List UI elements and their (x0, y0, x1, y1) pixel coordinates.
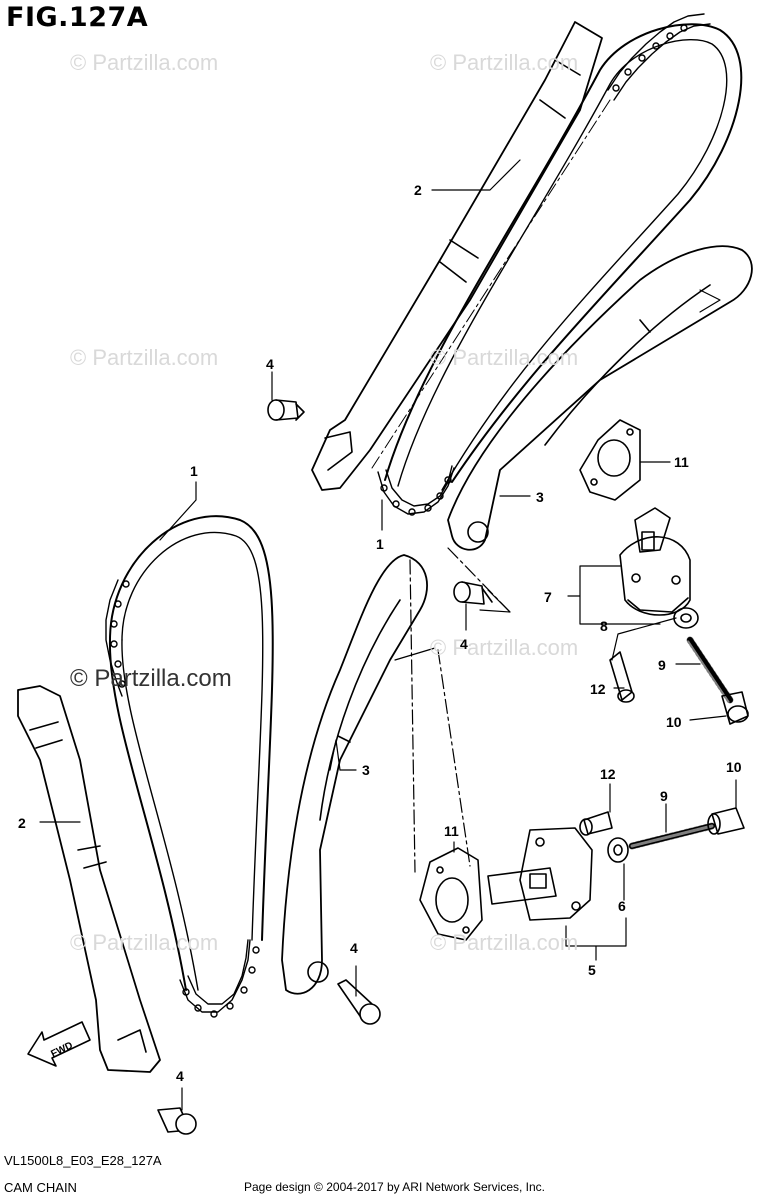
chain-guide-lower (17, 685, 161, 1073)
guide-bolt-lower-a (337, 979, 381, 1025)
callout-4-middle[interactable]: 4 (460, 636, 468, 652)
tensioner-spring-upper (686, 636, 734, 704)
footer-credit: Page design © 2004-2017 by ARI Network S… (244, 1180, 546, 1194)
tensioner-bolt-upper (609, 651, 635, 703)
callout-2-lower[interactable]: 2 (18, 815, 26, 831)
cam-chain-upper (377, 13, 743, 516)
callout-9-upper[interactable]: 9 (658, 657, 666, 673)
callout-12-lower[interactable]: 12 (600, 766, 616, 782)
guide-bolt-upper-a (267, 399, 305, 421)
tensioner-cap-bolt-upper (721, 691, 749, 725)
guide-bolt-upper-b (453, 581, 493, 605)
callout-4-lower-right[interactable]: 4 (350, 940, 358, 956)
tensioner-spring-lower (628, 822, 716, 850)
callout-11-upper[interactable]: 11 (674, 454, 689, 470)
callout-5[interactable]: 5 (588, 962, 596, 978)
tensioner-washer-lower (607, 837, 629, 863)
callout-4-lower-left[interactable]: 4 (176, 1068, 184, 1084)
guide-bolt-lower-b (157, 1107, 197, 1135)
figure-title: FIG.127A (6, 2, 149, 33)
leader-lines (39, 99, 737, 1111)
watermark: © Partzilla.com (430, 635, 579, 660)
callout-7[interactable]: 7 (544, 589, 552, 605)
model-code: VL1500L8_E03_E28_127A (4, 1153, 162, 1168)
forward-arrow-icon: FWD (27, 1021, 91, 1067)
tensioner-gasket-upper (579, 419, 641, 501)
tensioner-arm-upper (447, 245, 753, 551)
watermark: © Partzilla.com (430, 345, 579, 370)
tensioner-body-lower (487, 827, 593, 921)
callout-3-lower[interactable]: 3 (362, 762, 370, 778)
callout-8[interactable]: 8 (600, 618, 608, 634)
section-name: CAM CHAIN (4, 1180, 77, 1195)
tensioner-body-upper (619, 507, 691, 616)
callout-10-lower[interactable]: 10 (726, 759, 742, 775)
cam-chain-lower (105, 515, 274, 1018)
tensioner-arm-lower (281, 554, 428, 995)
watermark: © Partzilla.com (70, 665, 232, 692)
callout-4-upper[interactable]: 4 (266, 356, 274, 372)
tensioner-washer-upper (673, 607, 699, 629)
callout-6[interactable]: 6 (618, 898, 626, 914)
watermark: © Partzilla.com (70, 930, 219, 955)
chain-guide-upper (311, 21, 603, 491)
callout-3-upper[interactable]: 3 (536, 489, 544, 505)
tensioner-bolt-lower (579, 811, 613, 836)
callout-1-upper-loop[interactable]: 1 (376, 536, 384, 552)
callout-9-lower[interactable]: 9 (660, 788, 668, 804)
callout-11-lower[interactable]: 11 (444, 823, 459, 839)
watermark: © Partzilla.com (70, 345, 219, 370)
callout-12-upper[interactable]: 12 (590, 681, 606, 697)
callout-2-upper[interactable]: 2 (414, 182, 422, 198)
tensioner-cap-bolt-lower (707, 807, 745, 835)
watermark: © Partzilla.com (430, 50, 579, 75)
callout-1-lower-loop[interactable]: 1 (190, 463, 198, 479)
callout-10-upper[interactable]: 10 (666, 714, 682, 730)
watermark: © Partzilla.com (70, 50, 219, 75)
tensioner-gasket-lower (419, 847, 483, 941)
watermark: © Partzilla.com (430, 930, 579, 955)
